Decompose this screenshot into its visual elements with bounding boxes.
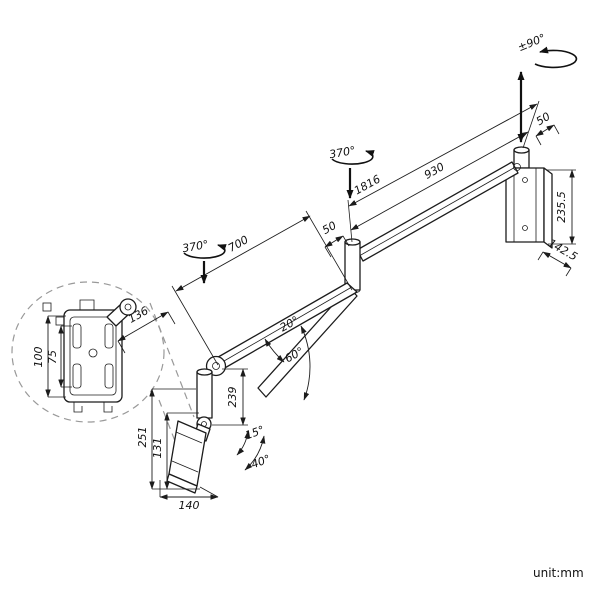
dim-line-50-joint [324, 235, 344, 248]
dim-line-50-top [535, 124, 555, 137]
upper-arm-midline [359, 167, 515, 256]
dim-line-930 [350, 131, 529, 231]
dim-label-930: 930 [422, 160, 447, 182]
dim-line-700 [175, 215, 311, 292]
vesa-slot-bottom-left [72, 363, 82, 389]
dim-label-235: 235.5 [555, 191, 568, 223]
dim-label-100: 100 [32, 347, 45, 368]
rotation-annotations: ±90° 370° 370° 20° 60° 15° 40° [181, 31, 578, 471]
dim-label-50-top: 50 [534, 110, 553, 128]
vesa-plate-inner [69, 316, 117, 396]
dim-label-1816: 1816 [352, 172, 383, 197]
vesa-hook-left [73, 402, 83, 413]
tilt-arc-15-icon [236, 430, 250, 456]
vesa-dimensions: 100 75 [32, 302, 72, 398]
unit-note: unit:mm [533, 566, 584, 580]
upper-arm [356, 161, 521, 262]
angle-arc-20-icon [264, 338, 285, 363]
wall-plate-side [543, 167, 553, 249]
vesa-slot-top-left [72, 323, 82, 349]
vesa-top-tab [79, 299, 95, 310]
dim-label-142: 142.5 [546, 236, 580, 263]
head-vesa-slots [171, 431, 203, 473]
vesa-knob-center [124, 303, 132, 311]
square-symbol-75-icon [55, 316, 65, 326]
dim-ext-142 [537, 251, 572, 277]
dim-ext-50-top [535, 124, 560, 146]
rotation-arrow-wall-icon [534, 46, 578, 69]
rotation-arrow-upper-icon [331, 150, 375, 165]
dim-label-75: 75 [46, 350, 59, 364]
lower-arm [205, 282, 358, 398]
rotation-arrow-lower-icon [183, 244, 227, 259]
detail-circle [11, 281, 165, 423]
drop-post-top [196, 368, 213, 376]
vesa-plate-outline [63, 309, 123, 403]
square-symbol-100-icon [42, 302, 52, 312]
pivot-cap-top [513, 146, 530, 154]
dim-ext-700 [171, 210, 353, 366]
dim-line-142 [542, 251, 572, 269]
dim-label-131: 131 [151, 438, 164, 459]
ext-joint-axis [347, 199, 353, 243]
dim-label-140: 140 [179, 499, 200, 512]
dim-ext-136 [117, 311, 176, 354]
lower-arm-folded-bar [257, 286, 358, 398]
tilt-label-15: 15° [243, 423, 266, 442]
tilt-arc-40-icon [244, 435, 266, 471]
angle-arc-60-icon [300, 325, 311, 401]
lower-arm-midline [217, 287, 352, 365]
dim-label-50-joint: 50 [320, 219, 339, 237]
dim-line-136 [117, 311, 169, 342]
rotation-label-lower: 370° [181, 238, 209, 255]
wall-mount-bracket [505, 146, 553, 249]
tilt-label-40: 40° [249, 452, 272, 471]
monitor-head [166, 368, 213, 494]
dim-label-239: 239 [226, 387, 239, 408]
dim-ext-50-joint [324, 235, 350, 258]
rotation-label-upper: 370° [328, 144, 356, 161]
vesa-hook-right [103, 402, 113, 413]
dim-label-251: 251 [136, 427, 149, 448]
dim-ext-100 [48, 315, 66, 398]
vesa-slot-top-right [104, 323, 114, 349]
elbow-joint-axle [212, 362, 220, 370]
joint-cylinder-top [344, 238, 361, 246]
vesa-detail-view: 100 75 [11, 281, 195, 460]
drop-post [196, 371, 213, 419]
dim-ext-75 [61, 325, 72, 388]
vesa-center-hole [88, 348, 98, 358]
vesa-slot-bottom-right [104, 363, 114, 389]
detail-leader-line-top [149, 302, 195, 418]
ext-wall-axis [522, 100, 540, 149]
